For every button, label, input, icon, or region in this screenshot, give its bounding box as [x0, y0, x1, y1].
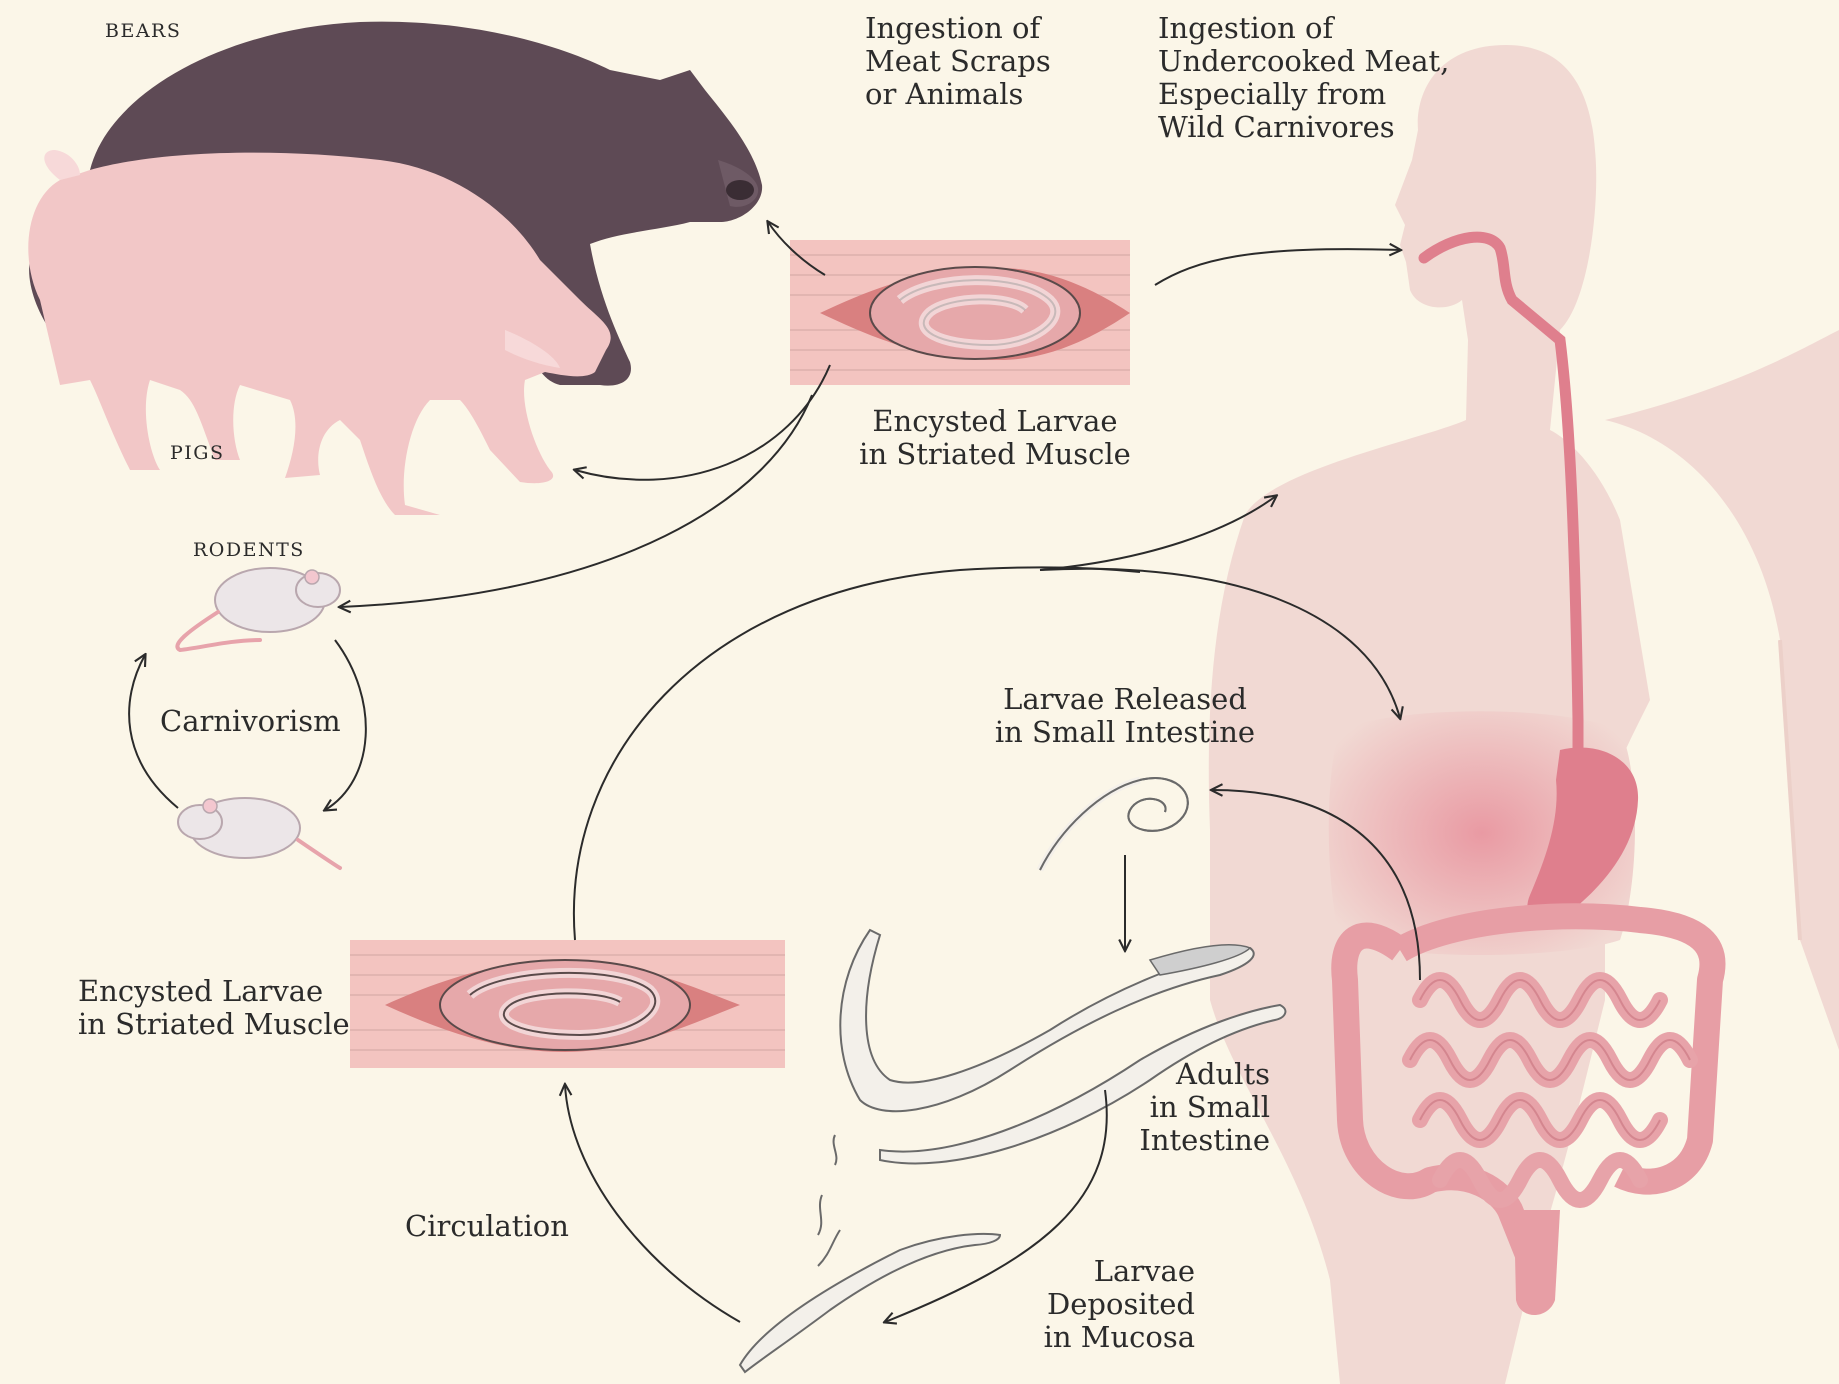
larva-released	[1040, 778, 1188, 870]
label-carnivorism: Carnivorism	[160, 705, 341, 738]
label-ingestion-undercooked-meat: Ingestion of Undercooked Meat, Especiall…	[1158, 12, 1449, 144]
arrow-circulation-to-muscle	[565, 1085, 740, 1322]
label-circulation: Circulation	[405, 1210, 569, 1243]
human-figure	[1209, 45, 1839, 1384]
rodent-bottom	[178, 798, 340, 868]
arrow-circulation-loop	[574, 567, 1140, 940]
muscle-cyst-left	[350, 940, 785, 1068]
rodent-top	[177, 568, 340, 650]
label-pigs: PIGS	[170, 442, 224, 464]
label-ingestion-meat-scraps: Ingestion of Meat Scraps or Animals	[865, 12, 1051, 111]
label-bears: BEARS	[105, 20, 181, 42]
label-encysted-larvae-top: Encysted Larvae in Striated Muscle	[850, 405, 1140, 471]
label-larvae-released: Larvae Released in Small Intestine	[980, 683, 1270, 749]
arrow-to-human-mouth	[1155, 249, 1400, 285]
muscle-cyst-top	[790, 240, 1130, 385]
label-rodents: RODENTS	[193, 539, 305, 561]
label-encysted-larvae-left: Encysted Larvae in Striated Muscle	[78, 975, 350, 1041]
larva-in-mucosa	[740, 1234, 1000, 1372]
label-adults-small-intestine: Adults in Small Intestine	[1100, 1058, 1270, 1157]
label-larvae-deposited: Larvae Deposited in Mucosa	[1030, 1255, 1195, 1354]
deposited-larvae	[818, 1135, 840, 1266]
